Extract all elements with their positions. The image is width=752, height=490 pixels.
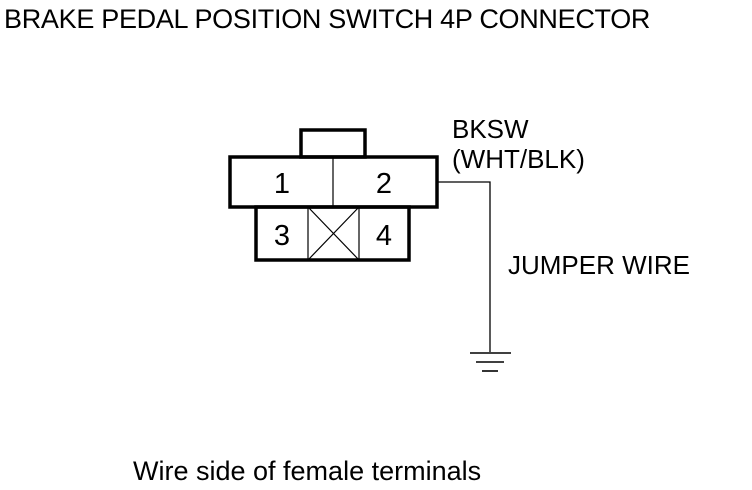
terminal-3-label: 3 <box>274 220 290 252</box>
view-caption: Wire side of female terminals <box>133 456 482 486</box>
wire-color-label: (WHT/BLK) <box>452 144 585 174</box>
unused-cavity-x <box>307 206 360 261</box>
terminal-4-label: 4 <box>376 220 392 252</box>
terminal-1-label: 1 <box>274 168 290 200</box>
ground-icon <box>470 352 511 372</box>
diagram-title: BRAKE PEDAL POSITION SWITCH 4P CONNECTOR <box>4 4 651 34</box>
jumper-wire-label: JUMPER WIRE <box>508 250 690 280</box>
signal-name-label: BKSW <box>452 114 529 144</box>
cavity-dividers <box>307 157 360 260</box>
connector-lock-tab <box>299 128 367 159</box>
terminal-2-label: 2 <box>376 168 392 200</box>
jumper-wire <box>437 181 491 352</box>
unused-cavity-x-stroke-b <box>307 206 360 261</box>
